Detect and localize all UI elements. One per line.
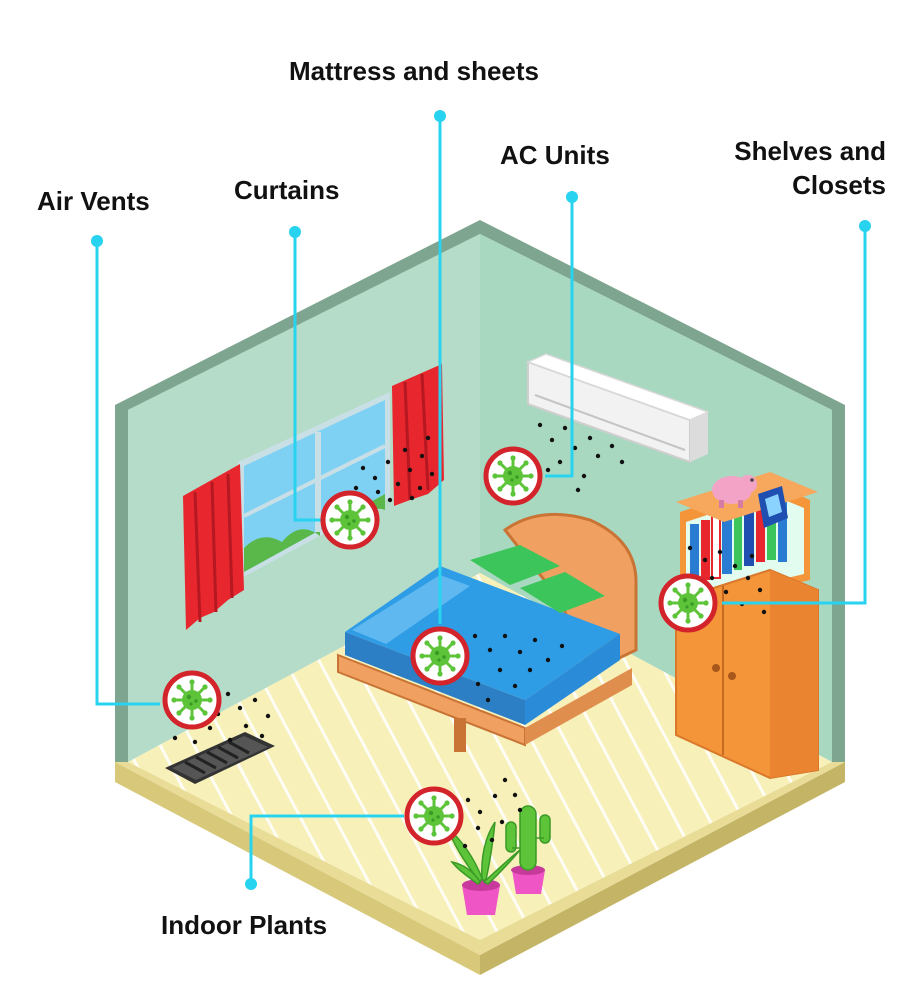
germ-icon	[413, 629, 467, 683]
germ-icon	[323, 493, 377, 547]
germ-icon	[661, 576, 715, 630]
germ-icon	[407, 789, 461, 843]
curtains	[183, 364, 444, 630]
window	[238, 392, 390, 580]
label-indoor-plants: Indoor Plants	[161, 910, 328, 940]
germ-icon	[165, 673, 219, 727]
callout-lines	[95, 116, 867, 884]
pink-piggy-bank-icon	[712, 475, 757, 508]
label-ac-units: AC Units	[500, 140, 610, 170]
label-curtains: Curtains	[234, 175, 340, 205]
indoor-plants	[446, 805, 551, 915]
label-air-vents: Air Vents	[37, 186, 150, 216]
photo-frame-icon	[758, 486, 788, 528]
dust-particles	[172, 422, 767, 849]
germ-icon	[486, 449, 540, 503]
floor-vent-icon	[165, 732, 275, 784]
label-mattress-and-sheets: Mattress and sheets	[289, 56, 539, 86]
callout-dots	[91, 110, 871, 890]
label-shelves-and-closets: Shelves and Closets	[734, 136, 886, 200]
